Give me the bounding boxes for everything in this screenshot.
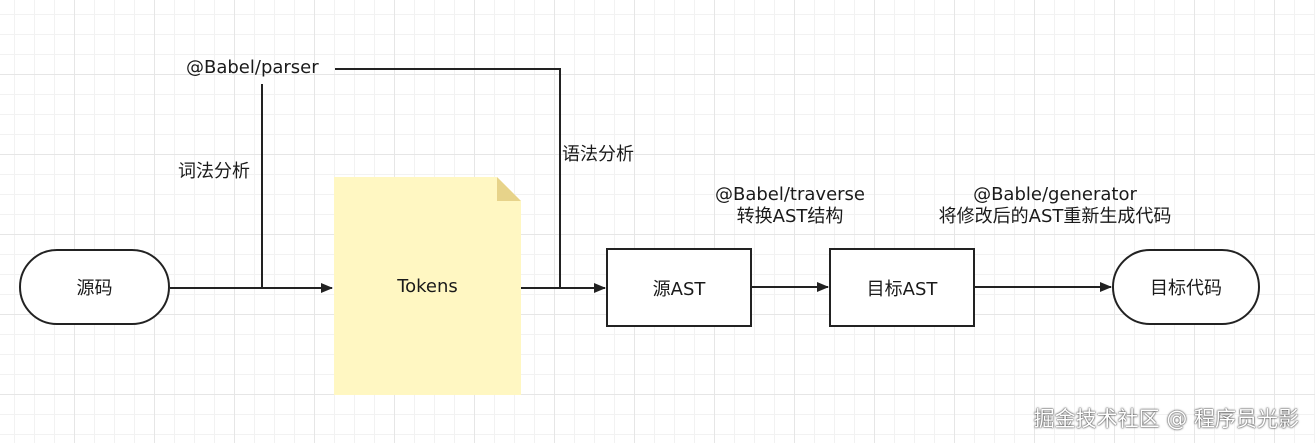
watermark: 掘金技术社区 @ 程序员光影 bbox=[1033, 407, 1299, 431]
generator-label: @Bable/generator bbox=[973, 184, 1137, 205]
target-ast-node: 目标AST bbox=[829, 248, 975, 327]
lexical-analysis-label: 词法分析 bbox=[178, 161, 250, 182]
transform-ast-label: 转换AST结构 bbox=[736, 206, 844, 227]
tokens-label: Tokens bbox=[397, 275, 458, 297]
traverse-label-group: @Babel/traverse 转换AST结构 bbox=[690, 184, 890, 228]
target-code-label: 目标代码 bbox=[1150, 278, 1222, 299]
source-ast-node: 源AST bbox=[606, 248, 752, 327]
target-ast-label: 目标AST bbox=[866, 278, 938, 300]
traverse-label: @Babel/traverse bbox=[714, 184, 865, 205]
parser-label: @Babel/parser bbox=[186, 57, 319, 78]
target-code-node: 目标代码 bbox=[1112, 249, 1260, 325]
tokens-note: Tokens bbox=[334, 177, 521, 395]
source-ast-label: 源AST bbox=[652, 278, 706, 300]
source-code-label: 源码 bbox=[76, 278, 113, 299]
source-code-node: 源码 bbox=[19, 249, 170, 325]
generate-code-label: 将修改后的AST重新生成代码 bbox=[938, 206, 1172, 227]
generator-label-group: @Bable/generator 将修改后的AST重新生成代码 bbox=[905, 184, 1205, 228]
edge-parser-syntax-line bbox=[335, 68, 561, 288]
syntax-analysis-label: 语法分析 bbox=[562, 144, 634, 165]
